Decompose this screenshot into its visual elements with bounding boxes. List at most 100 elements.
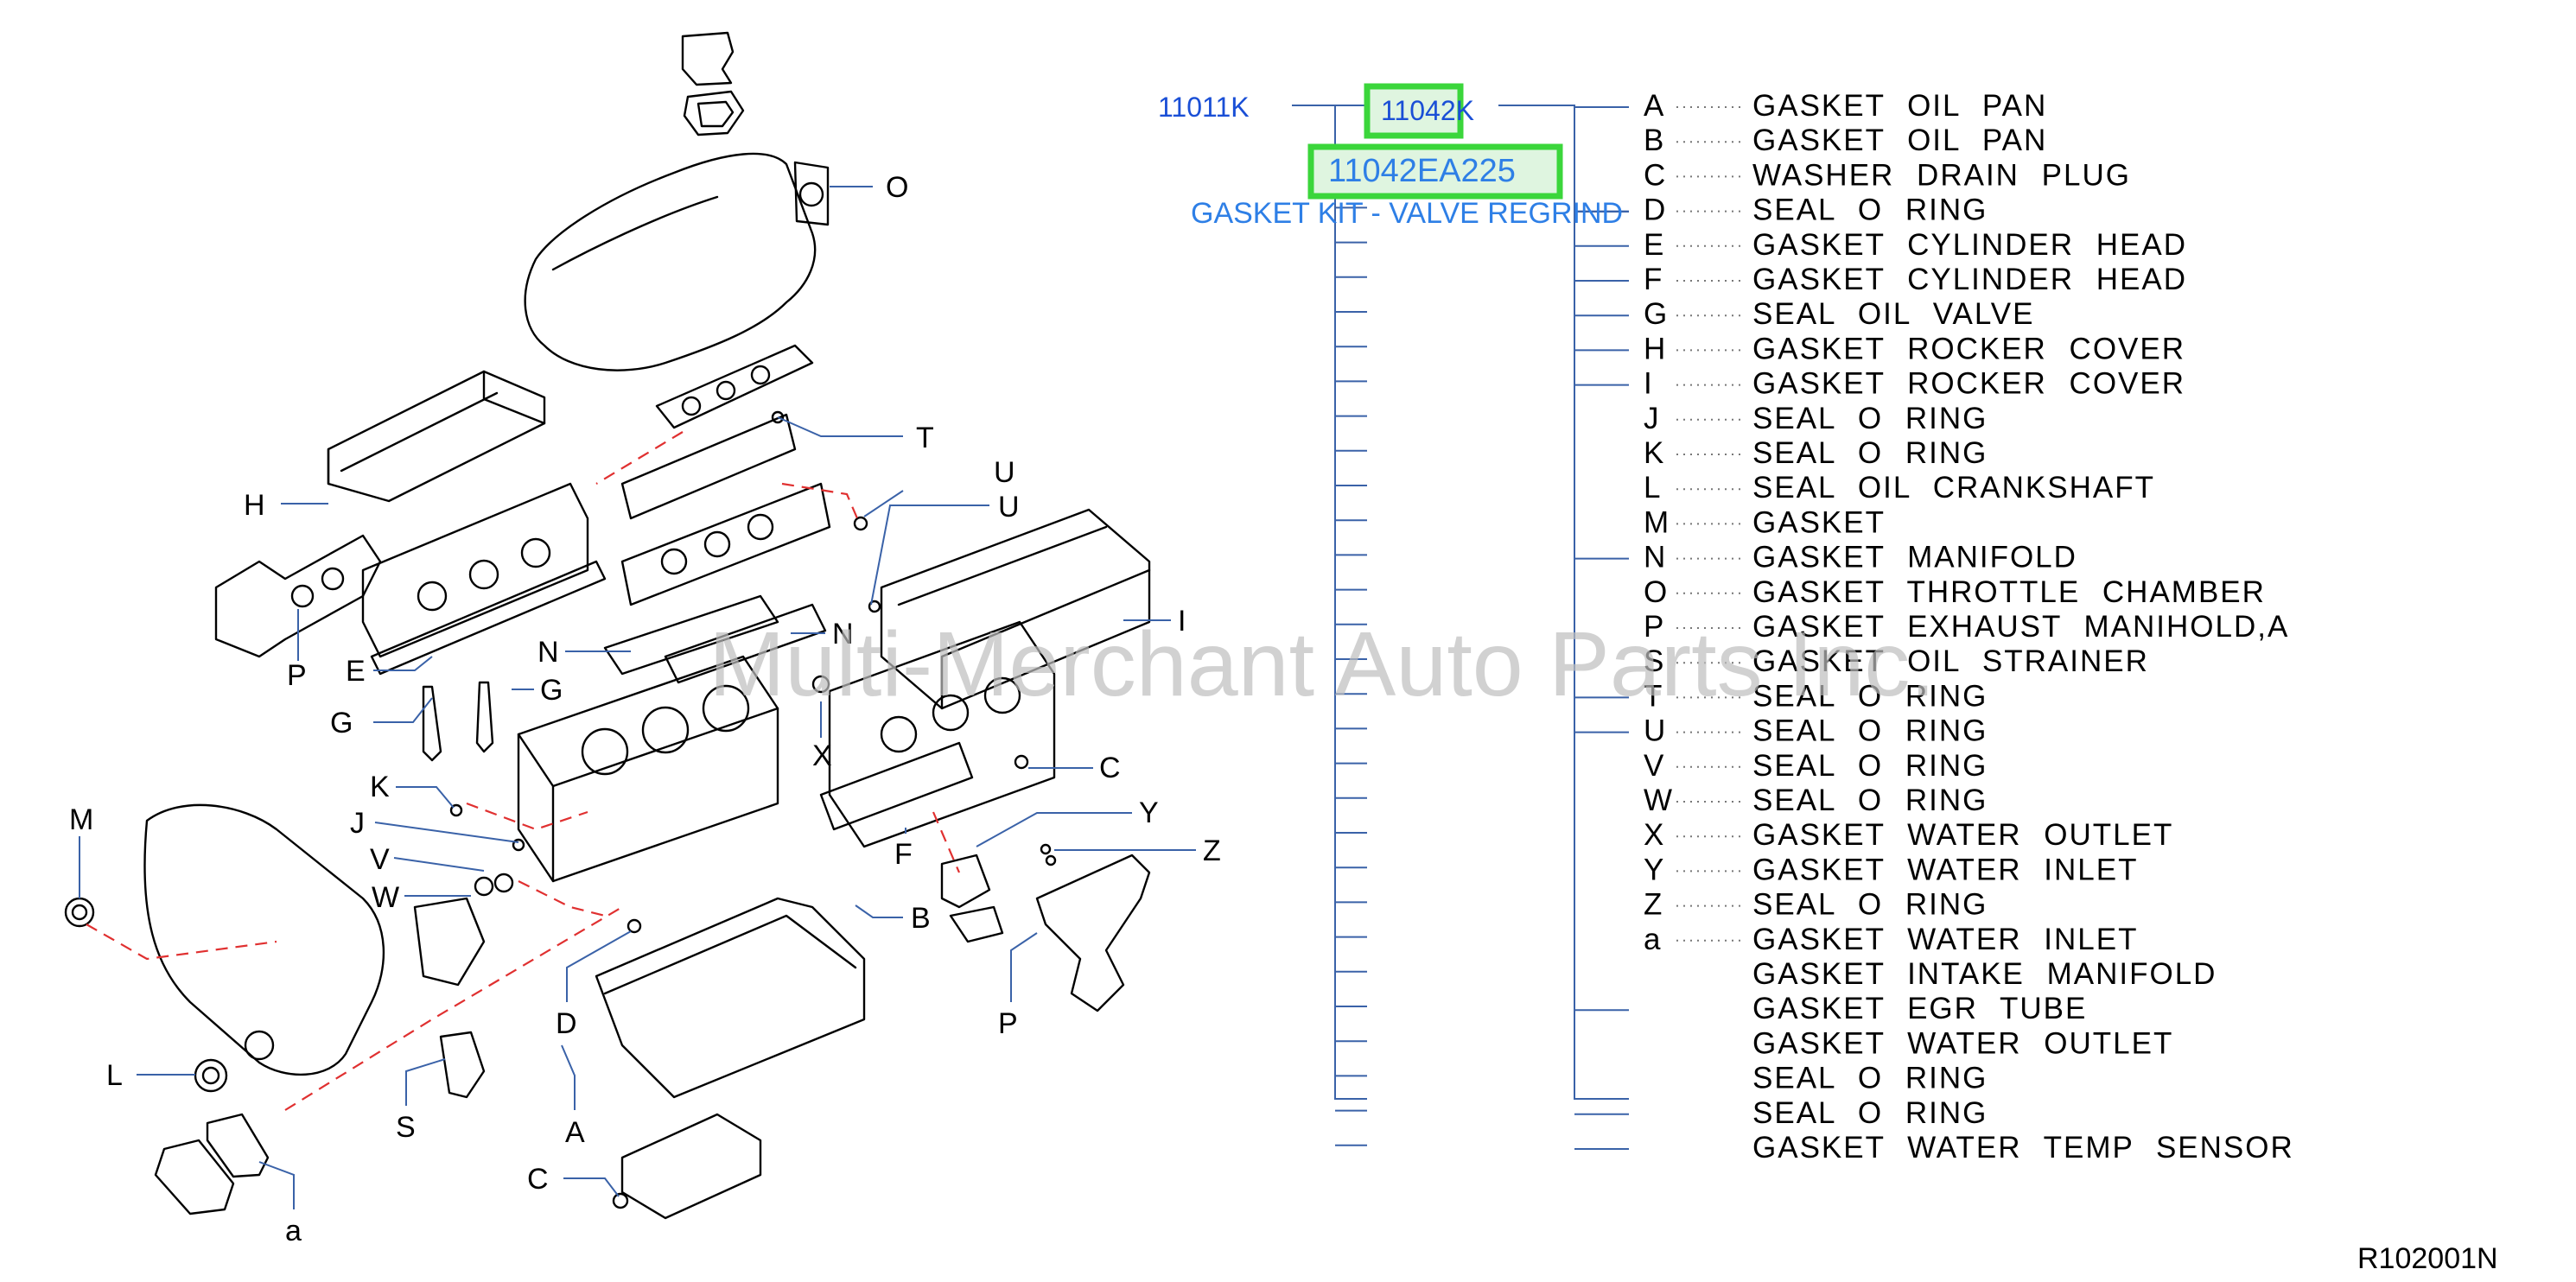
callout-label[interactable]: H bbox=[244, 489, 265, 522]
part-group-11042k-link[interactable]: 11042K bbox=[1381, 95, 1474, 126]
callout-label[interactable]: G bbox=[330, 707, 353, 739]
part-name: SEAL O RING bbox=[1752, 714, 1988, 748]
part-row[interactable]: V SEAL O RING bbox=[1644, 749, 1988, 783]
engine-exploded-drawing bbox=[64, 31, 1151, 1220]
part-group-11011k-link[interactable]: 11011K bbox=[1158, 92, 1250, 123]
part-name: GASKET WATER INLET bbox=[1752, 853, 2138, 886]
part-row[interactable]: W SEAL O RING bbox=[1644, 784, 1988, 817]
part-name: GASKET OIL PAN bbox=[1752, 89, 2047, 123]
part-letter: N bbox=[1644, 541, 1667, 574]
part-name: GASKET WATER OUTLET bbox=[1752, 1026, 2173, 1060]
callout-label[interactable]: B bbox=[911, 902, 931, 935]
part-letter: X bbox=[1644, 818, 1665, 852]
callout-label[interactable]: Z bbox=[1203, 835, 1221, 867]
callout-label[interactable]: W bbox=[372, 881, 399, 914]
part-name: SEAL OIL VALVE bbox=[1752, 297, 2034, 331]
part-letter: F bbox=[1644, 263, 1663, 296]
part-name: GASKET OIL PAN bbox=[1752, 124, 2047, 157]
callout-label[interactable]: N bbox=[832, 618, 854, 651]
part-letter: O bbox=[1644, 575, 1669, 609]
part-row[interactable]: I GASKET ROCKER COVER bbox=[1644, 367, 2185, 401]
part-name: GASKET WATER INLET bbox=[1752, 923, 2138, 956]
part-row[interactable]: F GASKET CYLINDER HEAD bbox=[1644, 263, 2187, 296]
part-row[interactable]: B GASKET OIL PAN bbox=[1644, 124, 2047, 157]
callout-label[interactable]: M bbox=[69, 803, 93, 836]
part-name: SEAL OIL CRANKSHAFT bbox=[1752, 471, 2155, 505]
part-letter: T bbox=[1644, 679, 1663, 713]
part-letter: I bbox=[1644, 367, 1654, 401]
callout-label[interactable]: G bbox=[540, 674, 563, 707]
part-row[interactable]: GASKET INTAKE MANIFOLD bbox=[1752, 957, 2217, 991]
part-group-11042k-highlight[interactable] bbox=[1364, 83, 1464, 139]
callout-label[interactable]: A bbox=[565, 1116, 585, 1149]
part-letter: C bbox=[1644, 158, 1667, 192]
callout-label[interactable]: X bbox=[812, 739, 832, 772]
part-name: SEAL O RING bbox=[1752, 749, 1988, 783]
part-name: GASKET ROCKER COVER bbox=[1752, 332, 2185, 365]
part-name: SEAL O RING bbox=[1752, 784, 1988, 817]
callout-leaders bbox=[79, 186, 1196, 1209]
callout-label[interactable]: U bbox=[998, 491, 1020, 524]
callout-label[interactable]: C bbox=[527, 1163, 549, 1196]
part-letter: U bbox=[1644, 714, 1667, 748]
callout-label[interactable]: K bbox=[370, 771, 390, 803]
part-letter: W bbox=[1644, 784, 1674, 817]
callout-label[interactable]: T bbox=[916, 422, 934, 454]
part-letter: D bbox=[1644, 194, 1667, 227]
part-letter: V bbox=[1644, 749, 1665, 783]
part-letter: B bbox=[1644, 124, 1665, 157]
part-group-11042ea225-link[interactable]: 11042EA225 bbox=[1328, 153, 1516, 189]
part-name: GASKET ROCKER COVER bbox=[1752, 367, 2185, 401]
part-letter: K bbox=[1644, 436, 1665, 470]
callout-label[interactable]: O bbox=[886, 171, 908, 204]
part-name: GASKET bbox=[1752, 505, 1886, 539]
callout-label[interactable]: a bbox=[285, 1215, 302, 1247]
part-name: SEAL O RING bbox=[1752, 436, 1988, 470]
part-row[interactable]: SEAL O RING bbox=[1752, 1096, 1988, 1130]
part-row[interactable]: U SEAL O RING bbox=[1644, 714, 1988, 748]
callout-label[interactable]: U bbox=[994, 456, 1015, 489]
part-row[interactable]: GASKET WATER OUTLET bbox=[1752, 1026, 2173, 1060]
callout-label[interactable]: P bbox=[287, 659, 307, 692]
callout-label[interactable]: I bbox=[1178, 605, 1186, 638]
callout-label[interactable]: C bbox=[1099, 752, 1121, 784]
callout-label[interactable]: D bbox=[556, 1007, 577, 1040]
left-bracket-ticks bbox=[1335, 206, 1367, 1146]
part-row[interactable]: GASKET EGR TUBE bbox=[1752, 992, 2087, 1025]
part-name: GASKET CYLINDER HEAD bbox=[1752, 263, 2187, 296]
callout-label[interactable]: V bbox=[370, 843, 390, 876]
part-row[interactable]: K SEAL O RING bbox=[1644, 436, 1988, 470]
callout-labels: O T U U H P E N N I G G X C K J Y V W Z … bbox=[69, 171, 1221, 1247]
part-group-11042ea225-highlight[interactable] bbox=[1307, 143, 1563, 200]
callout-label[interactable]: J bbox=[350, 807, 365, 840]
callout-label[interactable]: Y bbox=[1139, 796, 1159, 829]
callout-label[interactable]: S bbox=[396, 1111, 416, 1144]
callout-label[interactable]: N bbox=[537, 636, 559, 669]
callout-label[interactable]: E bbox=[346, 655, 366, 688]
part-row[interactable]: SEAL O RING bbox=[1752, 1062, 1988, 1095]
callout-label[interactable]: F bbox=[894, 838, 913, 871]
callout-label[interactable]: P bbox=[998, 1007, 1018, 1040]
part-row[interactable]: GASKET WATER TEMP SENSOR bbox=[1752, 1131, 2294, 1165]
callout-label[interactable]: L bbox=[106, 1059, 123, 1092]
